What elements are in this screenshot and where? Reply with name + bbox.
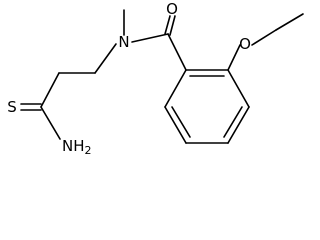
bond-ether-ch2 — [251, 29, 277, 46]
bond-n-carbonyl-carbon — [131, 33, 169, 43]
atom-nh2: NH2 — [62, 137, 92, 157]
atom-o-ether: O — [239, 35, 251, 53]
ring-bond-3 — [227, 106, 250, 144]
bond-thioamide-nh2 — [40, 106, 61, 140]
bond-ch2-thioamide-c — [40, 72, 60, 108]
atom-s: S — [7, 98, 17, 116]
atom-nh2-subscript: 2 — [85, 144, 92, 157]
ring-bond-2 — [227, 69, 250, 108]
bond-carbonyl-double-b — [164, 15, 171, 35]
molecule-svg: O O N S NH2 — [7, 0, 304, 157]
ring-bond-5 — [164, 106, 187, 144]
bond-ring-ether-o — [227, 44, 241, 71]
atom-o-carbonyl: O — [166, 0, 178, 18]
bond-ch2-ch3 — [275, 13, 304, 31]
ring-bond-6 — [164, 69, 187, 108]
ring-inner-3 — [171, 106, 191, 138]
ring-inner-2 — [223, 106, 243, 138]
atom-nh2-main: NH — [62, 137, 85, 155]
bond-carbonyl-double-a — [169, 15, 176, 36]
structure-diagram: O O N S NH2 — [7, 0, 304, 157]
bond-n-ch2 — [94, 43, 117, 74]
bond-carbonyl-ring — [167, 33, 187, 71]
atom-n-amide: N — [118, 33, 129, 51]
